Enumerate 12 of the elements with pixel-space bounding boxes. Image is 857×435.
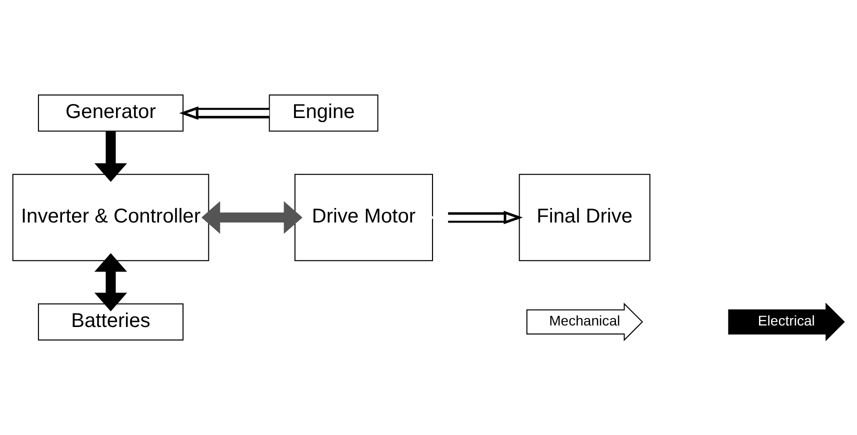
node-box: Engine [268, 94, 378, 132]
node-box: Batteries [38, 303, 184, 340]
legend-label: Electrical [758, 312, 815, 329]
arrow [201, 201, 302, 234]
node-box: Generator [38, 94, 184, 132]
arrow [179, 106, 270, 120]
node-box: Drive Motor [294, 174, 434, 262]
legend-label: Mechanical [549, 312, 620, 329]
node-box: Final Drive [518, 174, 650, 262]
arrow [94, 253, 128, 312]
node-box: Inverter & Controller [12, 174, 210, 262]
arrow [94, 131, 128, 182]
